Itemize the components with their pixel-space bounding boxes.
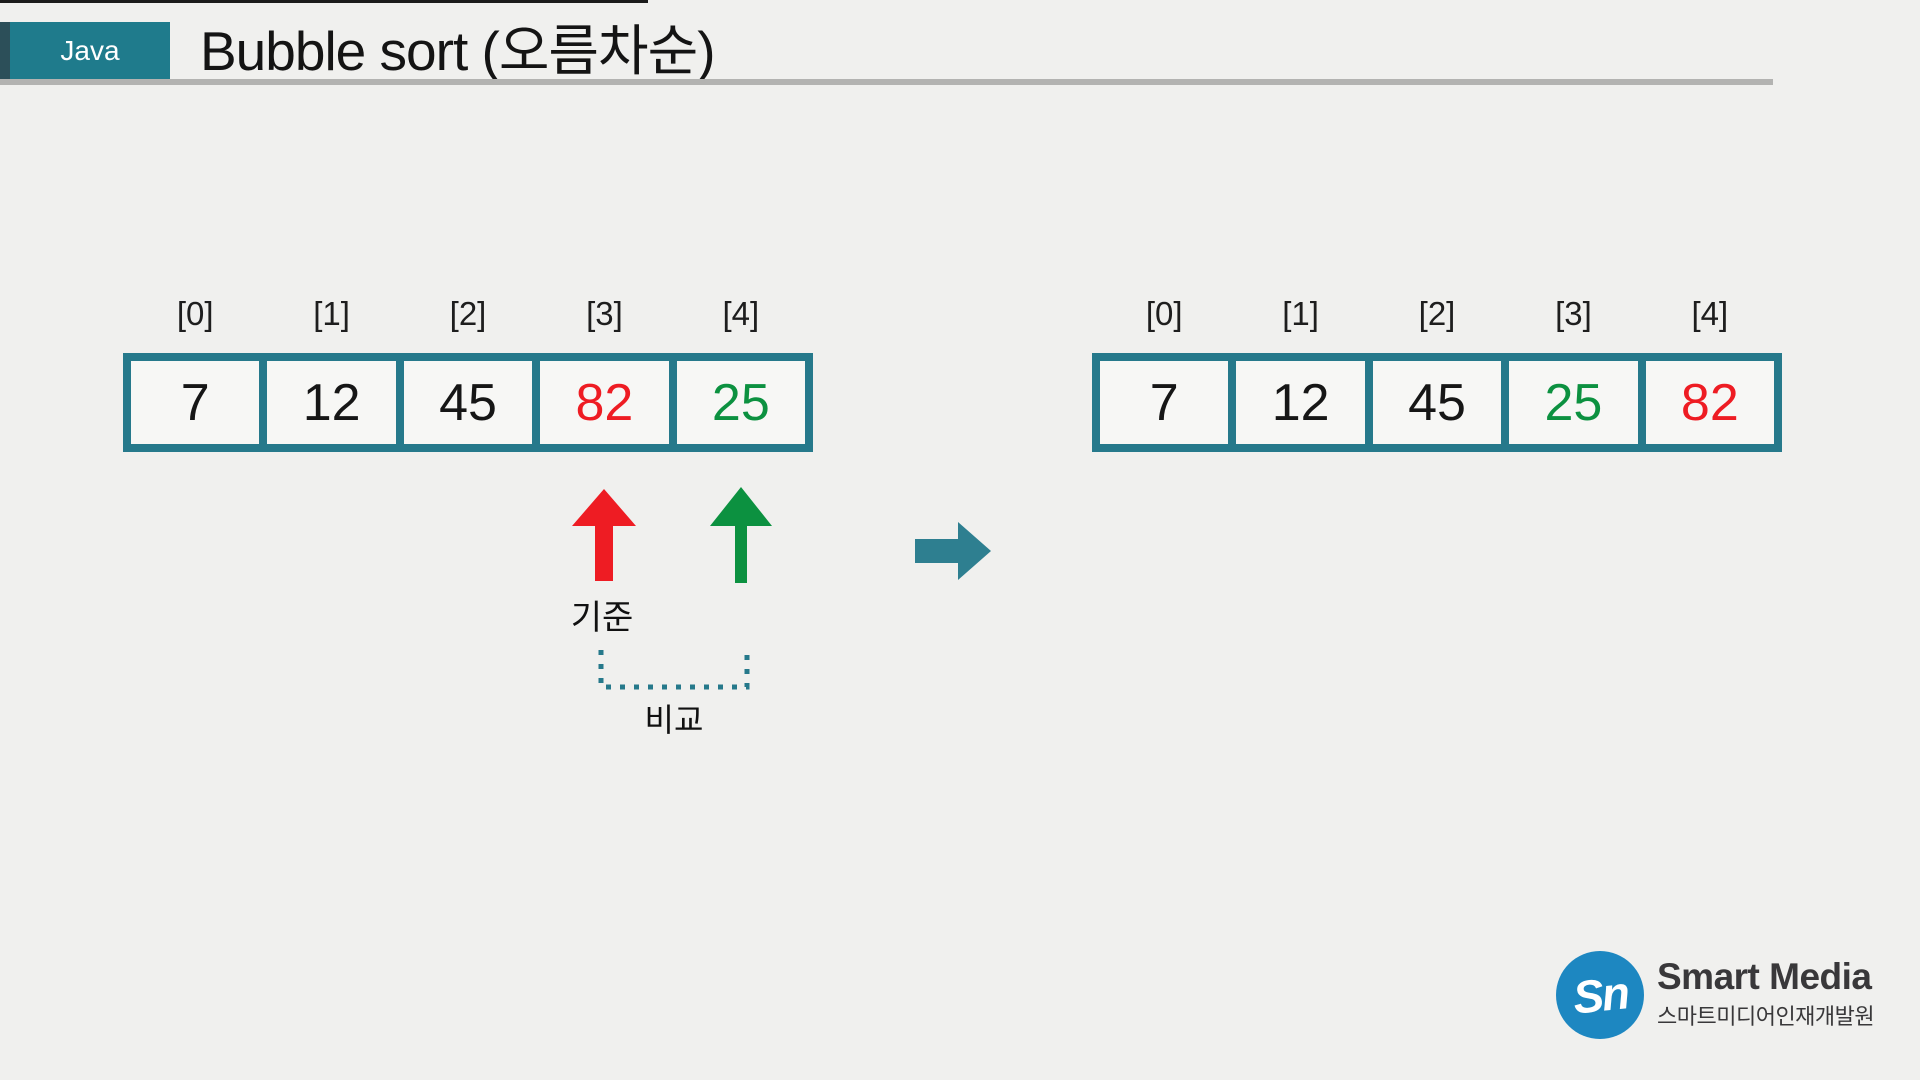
index-label: [0] [176,295,214,332]
top-accent-line [0,0,648,3]
array-cell: 12 [267,361,396,444]
index-label: [2] [449,295,487,332]
index-label: [3] [1555,295,1592,332]
cell-value: 7 [1149,373,1179,432]
smart-media-logo-icon: Sn [1556,951,1644,1039]
array-cell: 25 [1509,361,1638,444]
transform-right-arrow-icon [915,522,991,580]
array-cell: 7 [131,361,260,444]
cell-value: 25 [711,373,770,432]
logo-monogram: Sn [1570,966,1630,1024]
cell-value: 7 [180,373,210,432]
compare-up-arrow-icon [710,487,772,583]
index-row: [0] [1] [2] [3] [4] [1092,292,1782,336]
index-label: [3] [586,295,623,332]
array-box: 7 12 45 25 82 [1092,353,1782,452]
array-cell: 12 [1236,361,1365,444]
array-cell: 82 [540,361,669,444]
array-cell: 7 [1100,361,1229,444]
logo-subtitle: 스마트미디어인재개발원 [1657,1004,1875,1029]
index-row: [0] [1] [2] [3] [4] [123,292,813,336]
compare-bracket-icon [598,650,750,690]
array-cell: 45 [403,361,533,444]
cell-value: 82 [1680,373,1739,432]
page-title: Bubble sort (오름차순) [200,20,716,82]
java-badge-label: Java [60,35,120,66]
array-box: 7 12 45 82 25 [123,353,813,452]
array-cell: 45 [1372,361,1502,444]
compare-label: 비교 [644,702,704,738]
cell-value: 82 [575,373,634,432]
index-label: [4] [1691,295,1729,332]
java-tab-badge: Java [0,22,170,82]
logo-title: Smart Media [1657,956,1872,997]
reference-label: 기준 [570,599,634,637]
index-label: [0] [1145,295,1183,332]
index-label: [2] [1418,295,1456,332]
index-label: [4] [722,295,760,332]
cell-value: 45 [439,373,497,432]
cell-value: 12 [1271,373,1330,432]
index-label: [1] [1282,295,1319,332]
array-after: [0] [1] [2] [3] [4] 7 12 45 25 82 [1092,292,1782,452]
index-label: [1] [313,295,350,332]
array-cell: 25 [676,361,806,444]
cell-value: 12 [302,373,361,432]
reference-up-arrow-icon [572,489,636,581]
cell-value: 45 [1408,373,1466,432]
cell-value: 25 [1544,373,1603,432]
title-underline [0,79,1773,85]
array-before: [0] [1] [2] [3] [4] 7 12 45 82 25 [123,292,813,452]
array-cell: 82 [1645,361,1775,444]
